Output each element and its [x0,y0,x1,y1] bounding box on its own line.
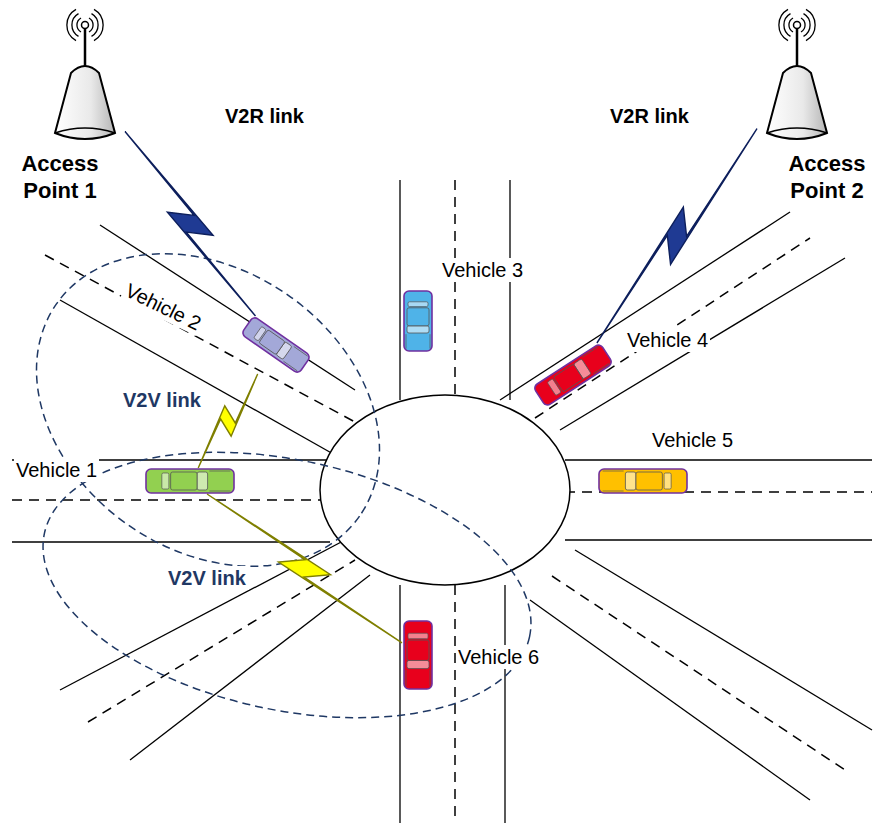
car-hood-line [406,334,407,348]
radio-wave [77,18,81,32]
car-body-group [146,469,234,493]
vehicle-label: Vehicle 6 [456,645,541,669]
car-icon [533,343,613,407]
access-point-label: Access Point 1 [3,150,117,204]
antenna-tip [82,22,89,29]
tower-base [767,128,827,133]
car-hood-line [430,334,431,348]
car-windshield [407,660,429,668]
radio-wave [72,14,79,37]
car-hood-line [406,670,407,686]
car-body [533,343,613,407]
tower-base [55,128,115,133]
coverage-ranges [0,189,556,759]
lane-markings [12,180,872,823]
car-hood-line [593,363,609,373]
tower-icon [757,5,837,145]
radio-wave [801,18,805,32]
car-body [404,621,432,689]
car-hood-line [209,471,230,472]
roundabout [320,395,570,585]
car-body-group [599,469,687,493]
vehicle-label: Vehicle 2 [120,277,207,336]
car-windshield [407,326,429,333]
car-hood-line [582,347,598,357]
access-point: Access Point 1 [45,5,125,145]
car-icon [402,620,434,690]
antenna [84,25,87,67]
radio-wave [779,9,788,40]
vehicle: Vehicle 6 [402,620,434,690]
car-roof [171,472,197,490]
antenna-tip [794,22,801,29]
car-body-group [533,343,613,407]
car-hood-line [294,346,308,356]
car-hood-line [603,491,624,492]
tower-icon [45,5,125,145]
car-body [599,469,687,493]
vehicle: Vehicle 3 [402,290,434,352]
car-rear-window [162,473,169,489]
car-icon [598,468,688,494]
v2r-link-bolt [597,129,757,343]
car-body-group [404,621,432,689]
radio-wave [94,9,103,40]
antenna [796,25,799,67]
car-hood-line [430,670,431,686]
radio-wave [789,18,793,32]
radio-wave [806,9,815,40]
vehicle: Vehicle 1 [145,468,235,494]
car-body-group [241,316,311,374]
car-roof [636,472,662,490]
car-hood-line [603,471,624,472]
coverage-range [0,189,440,631]
vehicle-label: Vehicle 5 [650,428,735,452]
car-body-group [404,291,432,351]
car-body [146,469,234,493]
car-rear-window [408,633,428,638]
car-icon [243,316,309,374]
radio-wave [804,14,811,37]
vehicle: Vehicle 2 [243,316,309,374]
car-windshield [197,472,208,490]
radio-wave [92,14,99,37]
car-roof [407,640,429,660]
radio-wave [89,18,93,32]
car-body [404,291,432,351]
access-point-label: Access Point 2 [770,150,884,204]
vehicle-label: Vehicle 3 [440,258,525,282]
car-rear-window [547,379,561,396]
vehicle-label: Vehicle 4 [625,328,710,352]
car-windshield [625,472,636,490]
car-roof [407,308,429,326]
car-icon [145,468,235,494]
tower-body [767,66,827,139]
radio-wave [784,14,791,37]
link-label: V2V link [120,388,204,412]
road-edges [12,180,872,823]
car-rear-window [254,326,267,341]
car-body [241,316,311,374]
car-rear-window [408,302,428,307]
vehicle: Vehicle 4 [533,343,613,407]
car-icon [402,290,434,352]
car-rear-window [664,473,671,489]
vehicle-label: Vehicle 1 [14,458,99,482]
radio-wave [67,9,76,40]
v2v-link-bolt [198,374,257,468]
tower-body [55,66,115,139]
car-hood-line [209,491,230,492]
link-label: V2V link [165,566,249,590]
link-label: V2R link [222,104,307,128]
car-hood-line [283,361,297,371]
vehicle: Vehicle 5 [598,468,688,494]
access-point: Access Point 2 [757,5,837,145]
link-label: V2R link [607,104,692,128]
